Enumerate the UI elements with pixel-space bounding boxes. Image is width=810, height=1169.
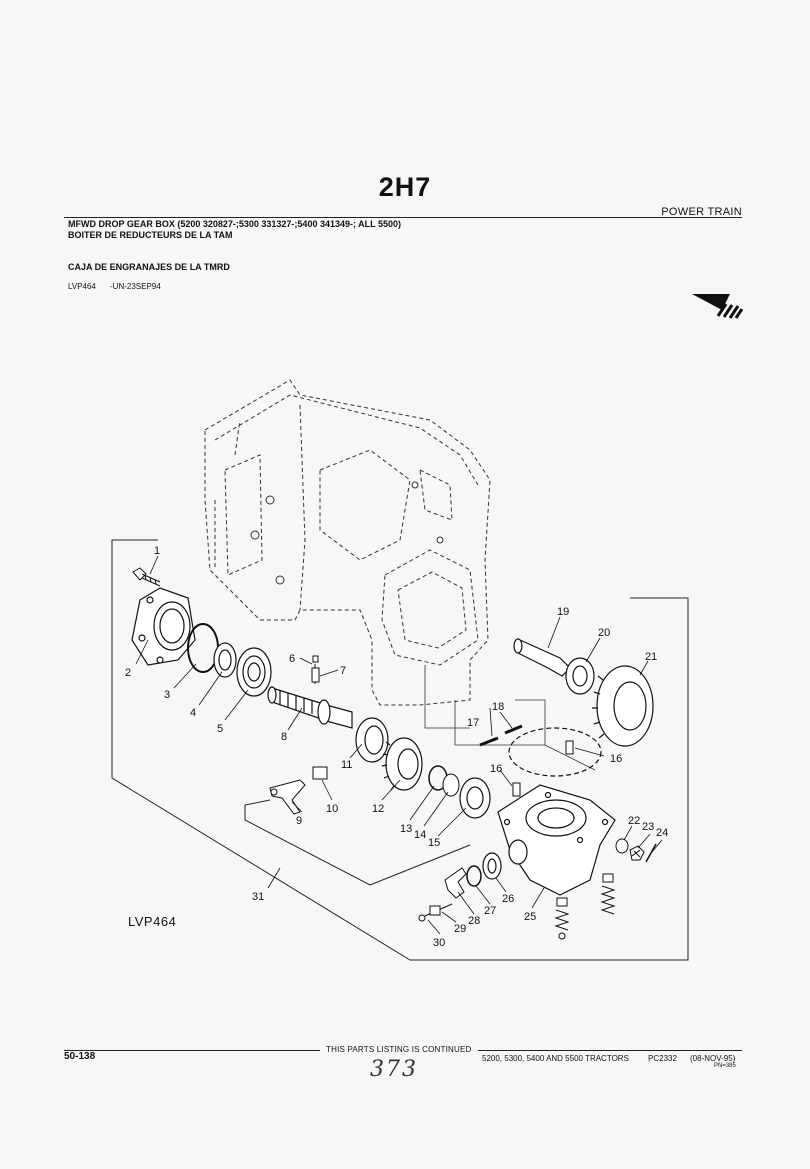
part-bolt <box>132 567 161 587</box>
part-shift-fork <box>444 867 467 899</box>
pn-number: PN=385 <box>714 1063 736 1069</box>
part-block <box>312 766 328 780</box>
part-pin <box>311 655 320 684</box>
callout-30: 30 <box>433 937 445 949</box>
part-ring-27 <box>466 865 482 887</box>
part-bearing-3 <box>565 657 595 695</box>
part-dowel-17 <box>479 736 499 747</box>
detail-circle <box>508 727 602 777</box>
callout-22: 22 <box>628 815 640 827</box>
callout-6: 6 <box>289 653 295 665</box>
part-washer <box>442 773 460 797</box>
title-french: BOITER DE REDUCTEURS DE LA TAM <box>68 230 233 240</box>
callout-numbers: 1 2 3 4 5 6 7 8 9 10 11 12 13 14 15 16 1… <box>125 545 668 949</box>
callout-15: 15 <box>428 837 440 849</box>
part-bearing-cup <box>355 717 389 763</box>
part-nut <box>629 845 645 861</box>
part-gear-case <box>497 784 616 896</box>
part-large-gear <box>592 665 654 747</box>
part-detent <box>418 903 453 922</box>
part-lever <box>269 779 306 815</box>
callout-17: 17 <box>467 717 479 729</box>
continued-notice: THIS PARTS LISTING IS CONTINUED <box>326 1045 472 1054</box>
part-bearing <box>236 647 272 697</box>
part-seal-26 <box>482 852 502 880</box>
callout-7: 7 <box>340 665 346 677</box>
callout-5: 5 <box>217 723 223 735</box>
part-washer-22 <box>615 838 629 854</box>
title-spanish: CAJA DE ENGRANAJES DE LA TMRD <box>68 262 230 272</box>
page-id: 2H7 <box>378 172 432 202</box>
callout-25: 25 <box>524 911 536 923</box>
part-pin-16b <box>565 740 574 755</box>
part-output-shaft <box>513 638 571 677</box>
figure-label: LVP464 <box>128 914 177 929</box>
callout-27: 27 <box>484 905 496 917</box>
callout-12: 12 <box>372 803 384 815</box>
callout-14: 14 <box>414 829 426 841</box>
part-shaft <box>267 686 353 729</box>
part-spring <box>554 873 616 940</box>
section-label: POWER TRAIN <box>661 206 742 218</box>
part-seal <box>213 642 237 678</box>
callout-11: 11 <box>341 759 352 771</box>
callout-9: 9 <box>296 815 302 827</box>
next-page-arrow-icon <box>690 290 744 325</box>
reference-code: LVP464 <box>68 282 96 291</box>
callout-20: 20 <box>598 627 610 639</box>
callout-2: 2 <box>125 667 131 679</box>
footer-rule-left <box>64 1050 320 1051</box>
part-cover-housing <box>131 587 196 666</box>
callout-3: 3 <box>164 689 170 701</box>
handwritten-page-number: 373 <box>370 1057 418 1082</box>
part-o-ring <box>187 623 219 673</box>
callout-23: 23 <box>642 821 654 833</box>
assembly-bracket <box>111 539 689 961</box>
callout-19: 19 <box>557 606 569 618</box>
part-cotter-pin <box>645 843 657 863</box>
callout-18: 18 <box>492 701 504 713</box>
callout-31: 31 <box>252 891 264 903</box>
callout-16b: 16 <box>610 753 622 765</box>
callout-leaders <box>135 555 663 935</box>
part-gear <box>381 737 423 791</box>
part-bearing-2 <box>459 777 491 819</box>
title-english: MFWD DROP GEAR BOX (5200 320827-;5300 33… <box>68 219 401 229</box>
callout-1: 1 <box>154 545 160 557</box>
callout-26: 26 <box>502 893 514 905</box>
footer-rule-right <box>478 1050 742 1051</box>
callout-4: 4 <box>190 707 196 719</box>
catalog-number: PC2332 <box>648 1054 677 1063</box>
callout-21: 21 <box>645 651 657 663</box>
callout-29: 29 <box>454 923 466 935</box>
callout-24: 24 <box>656 827 668 839</box>
tractor-models: 5200, 5300, 5400 AND 5500 TRACTORS <box>482 1054 629 1063</box>
reference-date: -UN-23SEP94 <box>110 282 161 291</box>
transmission-housing-outline <box>204 379 491 706</box>
callout-8: 8 <box>281 731 287 743</box>
part-pin-16a <box>512 782 521 797</box>
part-dowel-18 <box>504 724 523 735</box>
callout-16a: 16 <box>490 763 502 775</box>
callout-10: 10 <box>326 803 338 815</box>
header-rule <box>64 217 742 218</box>
callout-13: 13 <box>400 823 412 835</box>
page-number: 50-138 <box>64 1051 96 1062</box>
callout-28: 28 <box>468 915 480 927</box>
issue-date: (08-NOV-95) <box>690 1054 736 1063</box>
